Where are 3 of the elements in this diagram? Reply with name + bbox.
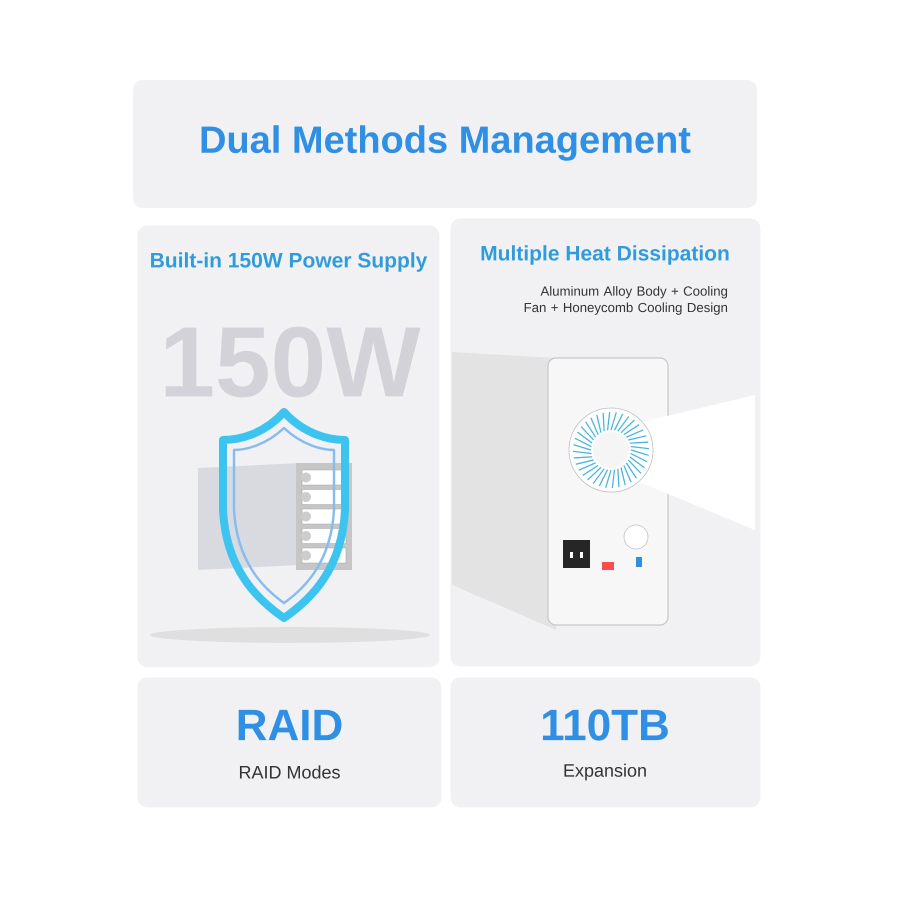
title-banner: Dual Methods Management	[133, 80, 757, 208]
stat-card: RAID RAID Modes	[137, 677, 442, 808]
stat-card: 110TB Expansion	[450, 677, 760, 808]
